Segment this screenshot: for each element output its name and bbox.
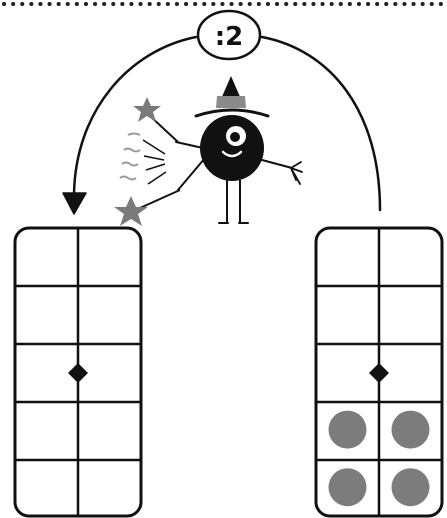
diamond-icon (68, 363, 88, 383)
counters (328, 410, 430, 507)
star-icon (114, 196, 148, 226)
wizard-character-icon (175, 76, 303, 224)
wizard-smile (221, 150, 243, 158)
arrowhead-icon (62, 192, 87, 215)
wizard-body (200, 115, 264, 181)
operator-badge: :2 (196, 9, 262, 61)
counter-icon (391, 468, 430, 507)
hat-brim (194, 108, 270, 118)
counter-icon (328, 468, 367, 507)
operator-label: :2 (215, 22, 244, 52)
counter-icon (328, 410, 367, 449)
counter-icon (391, 410, 430, 449)
magic-wands (114, 97, 181, 226)
hat-band (216, 96, 246, 108)
curved-arrow-icon (62, 35, 382, 215)
star-icon (133, 97, 161, 122)
left-ten-frame (13, 226, 143, 518)
diamond-icon (369, 363, 389, 383)
right-ten-frame (314, 226, 444, 518)
